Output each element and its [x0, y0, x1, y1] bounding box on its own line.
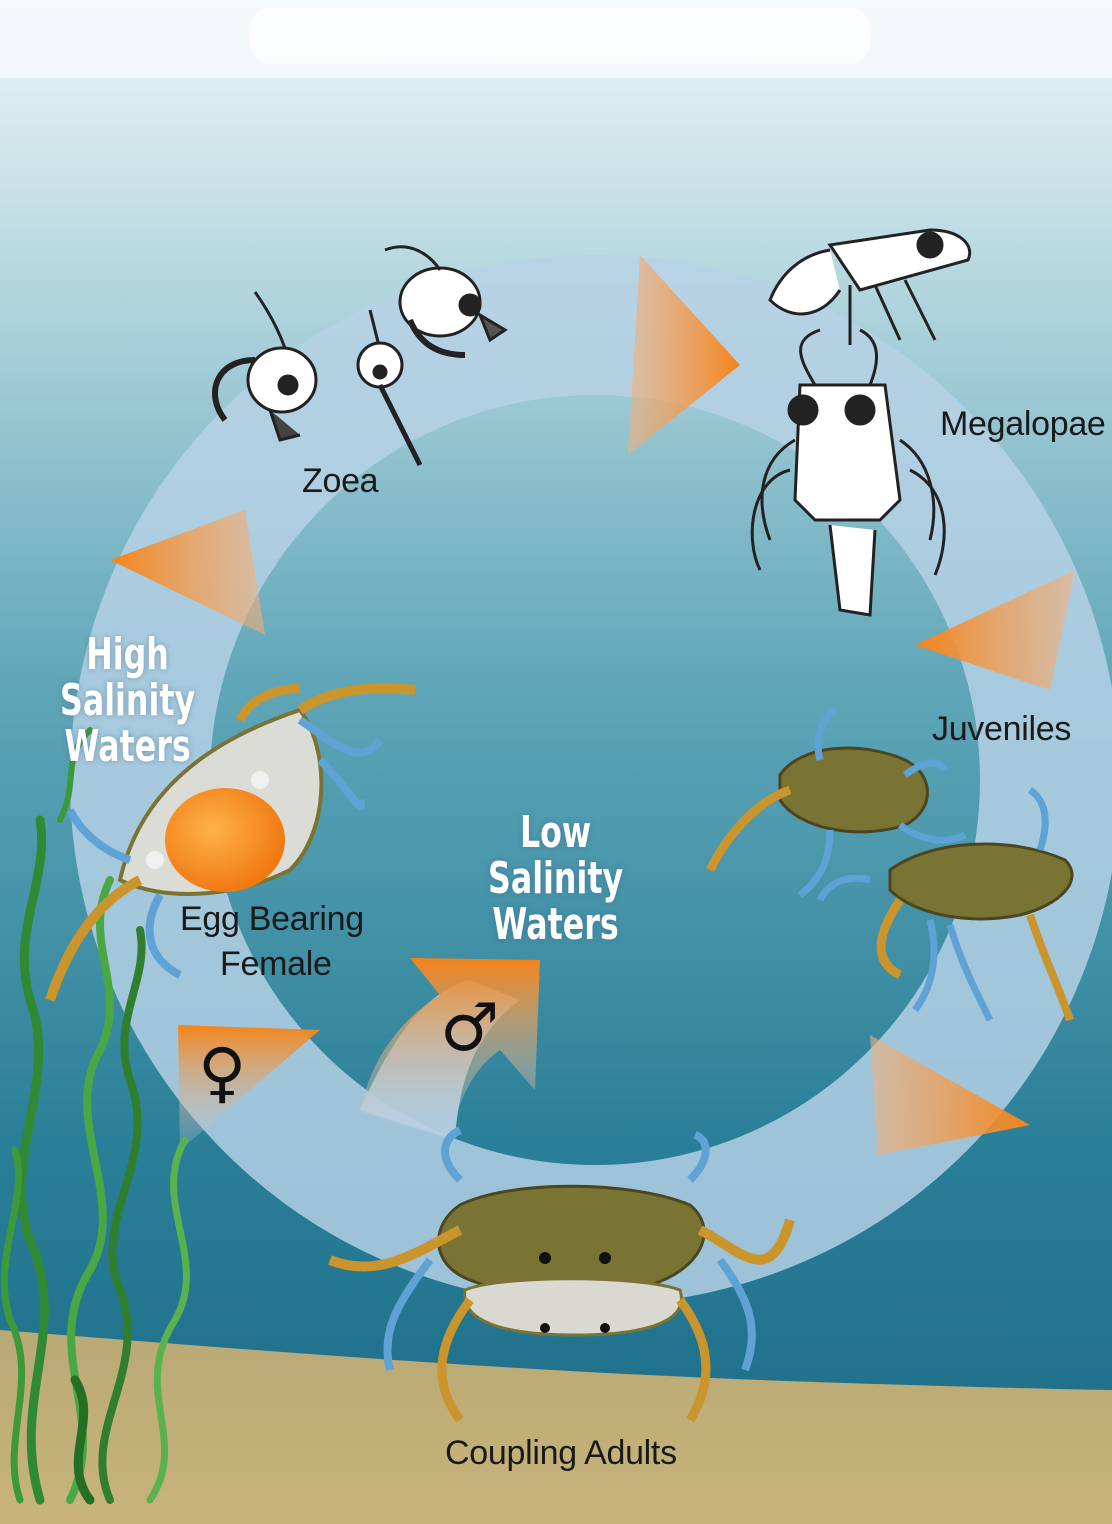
coupling-adults-label: Coupling Adults — [445, 1434, 677, 1473]
male-symbol-icon: ♂ — [440, 995, 499, 1061]
zoea-label: Zoea — [302, 462, 378, 501]
juveniles-label: Juveniles — [932, 710, 1071, 749]
high-salinity-label: High Salinity Waters — [60, 632, 195, 770]
egg-bearing-female-label-line2: Female — [220, 945, 332, 984]
low-salinity-line2: Salinity — [488, 856, 623, 902]
low-salinity-line3: Waters — [488, 902, 623, 948]
megalopae-label: Megalopae — [940, 405, 1106, 444]
high-salinity-line2: Salinity — [60, 678, 195, 724]
high-salinity-line1: High — [60, 632, 195, 678]
female-symbol-icon: ♀ — [198, 1040, 246, 1106]
egg-bearing-female-label-line1: Egg Bearing — [180, 900, 364, 939]
low-salinity-label: Low Salinity Waters — [488, 810, 623, 948]
low-salinity-line1: Low — [488, 810, 623, 856]
egg-mass — [165, 788, 285, 892]
high-salinity-line3: Waters — [60, 724, 195, 770]
